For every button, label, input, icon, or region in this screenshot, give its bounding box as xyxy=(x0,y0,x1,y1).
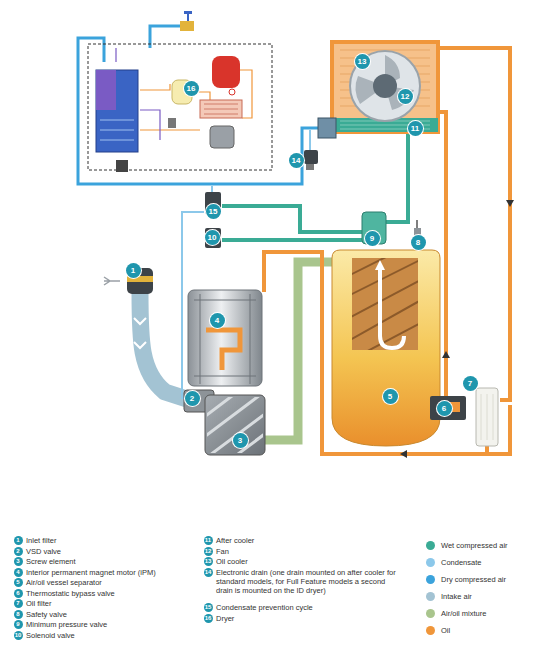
key-number: 12 xyxy=(204,547,213,556)
callout-number: 1 xyxy=(126,263,141,278)
callout-number: 15 xyxy=(206,204,221,219)
key-text: Fan xyxy=(216,547,396,556)
callout-number: 2 xyxy=(185,391,200,406)
key-number: 14 xyxy=(204,568,213,577)
legend-swatch xyxy=(426,609,435,618)
callout-number: 10 xyxy=(205,230,220,245)
legend-swatch xyxy=(426,626,435,635)
callout-number: 7 xyxy=(463,376,478,391)
callout-number: 5 xyxy=(383,389,398,404)
key-text: Oil cooler xyxy=(216,557,396,566)
solenoid-valves xyxy=(205,192,221,248)
dry-air-pipe xyxy=(78,26,326,184)
key-text: Electronic drain (one drain mounted on a… xyxy=(216,568,396,595)
key-number: 2 xyxy=(14,547,23,556)
key-number: 4 xyxy=(14,568,23,577)
legend-swatch xyxy=(426,558,435,567)
callout-number: 11 xyxy=(408,121,423,136)
cooler-block xyxy=(318,42,438,138)
legend-text: Oil xyxy=(441,626,450,635)
legend-swatch xyxy=(426,541,435,550)
callout-number: 6 xyxy=(437,401,452,416)
dry-air-outlet-valve xyxy=(180,11,194,31)
legend-text: Dry compressed air xyxy=(441,575,506,584)
callout-number: 4 xyxy=(210,313,225,328)
key-number: 3 xyxy=(14,557,23,566)
air-oil-vessel xyxy=(332,250,440,446)
oil-pipes xyxy=(264,48,510,454)
callout-number: 14 xyxy=(289,153,304,168)
key-text: Condensate prevention cycle xyxy=(216,603,396,612)
key-number: 9 xyxy=(14,620,23,629)
key-text: Air/oil vessel separator xyxy=(26,578,198,587)
key-text: VSD valve xyxy=(26,547,198,556)
legend-text: Air/oil mixture xyxy=(441,609,486,618)
callout-number: 9 xyxy=(365,231,380,246)
key-text: Thermostatic bypass valve xyxy=(26,589,198,598)
key-number: 16 xyxy=(204,614,213,623)
key-number: 13 xyxy=(204,557,213,566)
key-text: Safety valve xyxy=(26,610,198,619)
thermostatic-valve xyxy=(430,396,466,420)
motor xyxy=(188,290,262,386)
callout-number: 16 xyxy=(184,81,199,96)
intake-air-pipe xyxy=(134,292,196,402)
key-number: 15 xyxy=(204,603,213,612)
key-number: 6 xyxy=(14,589,23,598)
key-number: 5 xyxy=(14,578,23,587)
key-text: After cooler xyxy=(216,536,396,545)
key-text: Oil filter xyxy=(26,599,198,608)
screw-element xyxy=(200,390,270,460)
key-text: Minimum pressure valve xyxy=(26,620,198,629)
electronic-drain xyxy=(304,150,318,170)
legend-swatch xyxy=(426,592,435,601)
key-number: 1 xyxy=(14,536,23,545)
oil-filter xyxy=(476,388,498,446)
key-text: Interior permanent magnet motor (iPM) xyxy=(26,568,198,577)
key-text: Inlet filter xyxy=(26,536,198,545)
key-number: 8 xyxy=(14,610,23,619)
legend-text: Condensate xyxy=(441,558,481,567)
callout-number: 13 xyxy=(355,54,370,69)
dryer-housing xyxy=(88,44,272,172)
callout-number: 12 xyxy=(398,89,413,104)
legend-swatch xyxy=(426,575,435,584)
key-text: Solenoid valve xyxy=(26,631,198,640)
legend-text: Intake air xyxy=(441,592,472,601)
key-number: 10 xyxy=(14,631,23,640)
legend-text: Wet compressed air xyxy=(441,541,508,550)
key-number: 7 xyxy=(14,599,23,608)
callout-number: 8 xyxy=(411,235,426,250)
air-oil-pipe xyxy=(262,262,338,440)
key-text: Dryer xyxy=(216,614,396,623)
key-number: 11 xyxy=(204,536,213,545)
key-text: Screw element xyxy=(26,557,198,566)
callout-number: 3 xyxy=(233,433,248,448)
